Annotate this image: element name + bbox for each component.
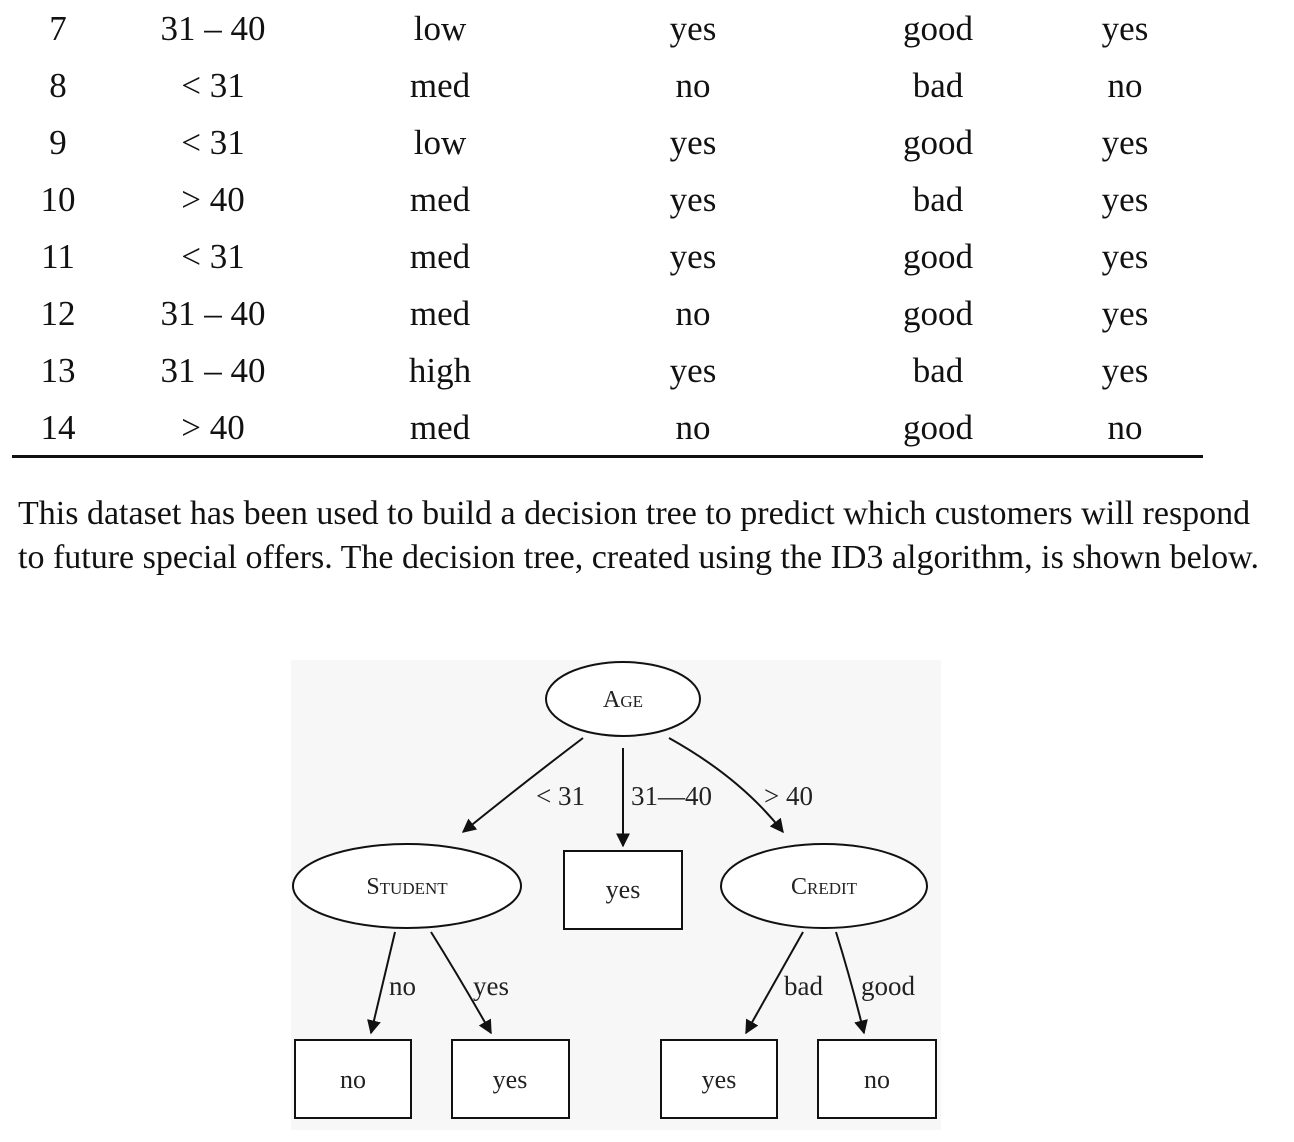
cell-income: low bbox=[413, 9, 467, 48]
leaf-student-yes-label: yes bbox=[493, 1065, 528, 1094]
cell-age: < 31 bbox=[181, 66, 245, 105]
leaf-student-no-label: no bbox=[340, 1065, 366, 1094]
decision-tree-svg: < 31 31—40 > 40 no yes bad good Age Stud… bbox=[292, 661, 937, 1119]
cell-age: 31 – 40 bbox=[160, 351, 266, 390]
leaf-student-no bbox=[294, 1039, 412, 1119]
cell-row-id: 9 bbox=[49, 123, 67, 162]
cell-student: yes bbox=[669, 180, 717, 219]
leaf-credit-good bbox=[817, 1039, 937, 1119]
leaf-age-31-40 bbox=[563, 850, 683, 930]
edge-label-31-40: 31—40 bbox=[631, 781, 712, 811]
leaf-student-yes bbox=[451, 1039, 570, 1119]
cell-student: yes bbox=[669, 351, 717, 390]
cell-credit: bad bbox=[912, 180, 964, 219]
cell-response: yes bbox=[1101, 180, 1149, 219]
table-row: 8 < 31 med no bad no bbox=[0, 57, 1294, 114]
cell-response: yes bbox=[1101, 351, 1149, 390]
cell-age: 31 – 40 bbox=[160, 9, 266, 48]
table-bottom-rule bbox=[12, 455, 1203, 458]
cell-response: yes bbox=[1101, 9, 1149, 48]
cell-credit: good bbox=[903, 9, 973, 48]
leaf-credit-bad bbox=[660, 1039, 778, 1119]
cell-student: no bbox=[675, 66, 711, 105]
cell-income: high bbox=[408, 351, 472, 390]
table-row: 13 31 – 40 high yes bad yes bbox=[0, 342, 1294, 399]
cell-age: < 31 bbox=[181, 237, 245, 276]
edge-age-to-student bbox=[461, 737, 584, 833]
cell-income: med bbox=[409, 237, 471, 276]
cell-student: yes bbox=[669, 9, 717, 48]
table-row: 7 31 – 40 low yes good yes bbox=[0, 0, 1294, 57]
cell-age: > 40 bbox=[181, 408, 245, 447]
node-credit bbox=[720, 843, 928, 929]
cell-row-id: 10 bbox=[40, 180, 76, 219]
cell-age: > 40 bbox=[181, 180, 245, 219]
edge-label-student-no: no bbox=[389, 971, 416, 1001]
cell-response: yes bbox=[1101, 123, 1149, 162]
table-row: 11 < 31 med yes good yes bbox=[0, 228, 1294, 285]
edge-label-student-yes: yes bbox=[473, 971, 509, 1001]
table-row: 9 < 31 low yes good yes bbox=[0, 114, 1294, 171]
cell-credit: bad bbox=[912, 66, 964, 105]
node-age-label: Age bbox=[603, 687, 643, 713]
edge-label-lt31: < 31 bbox=[536, 781, 585, 811]
cell-income: med bbox=[409, 66, 471, 105]
node-age bbox=[545, 661, 701, 737]
cell-credit: good bbox=[903, 294, 973, 333]
cell-income: low bbox=[413, 123, 467, 162]
leaf-credit-bad-label: yes bbox=[702, 1065, 737, 1094]
cell-credit: good bbox=[903, 408, 973, 447]
cell-credit: bad bbox=[912, 351, 964, 390]
cell-student: yes bbox=[669, 123, 717, 162]
cell-response: no bbox=[1107, 408, 1143, 447]
cell-row-id: 8 bbox=[49, 66, 67, 105]
cell-student: no bbox=[675, 408, 711, 447]
description-paragraph: This dataset has been used to build a de… bbox=[18, 495, 1259, 576]
edge-label-gt40: > 40 bbox=[764, 781, 813, 811]
edge-student-to-no bbox=[367, 931, 396, 1035]
edge-label-credit-bad: bad bbox=[784, 971, 823, 1001]
node-credit-label: Credit bbox=[791, 874, 858, 900]
cell-response: yes bbox=[1101, 294, 1149, 333]
cell-student: no bbox=[675, 294, 711, 333]
cell-income: med bbox=[409, 294, 471, 333]
edge-credit-to-yes bbox=[745, 931, 804, 1035]
cell-row-id: 13 bbox=[40, 351, 76, 390]
table-row: 10 > 40 med yes bad yes bbox=[0, 171, 1294, 228]
node-student-label: Student bbox=[366, 874, 448, 900]
edge-credit-to-no bbox=[835, 931, 868, 1035]
cell-age: 31 – 40 bbox=[160, 294, 266, 333]
cell-response: yes bbox=[1101, 237, 1149, 276]
edge-student-to-yes bbox=[430, 931, 492, 1035]
cell-student: yes bbox=[669, 237, 717, 276]
leaf-age-31-40-label: yes bbox=[606, 875, 641, 904]
cell-income: med bbox=[409, 180, 471, 219]
cell-row-id: 11 bbox=[41, 237, 75, 276]
table-row: 14 > 40 med no good no bbox=[0, 399, 1294, 456]
leaf-credit-good-label: no bbox=[864, 1065, 890, 1094]
cell-row-id: 7 bbox=[49, 9, 67, 48]
cell-response: no bbox=[1107, 66, 1143, 105]
cell-row-id: 14 bbox=[40, 408, 76, 447]
edge-age-to-credit bbox=[668, 737, 784, 834]
cell-income: med bbox=[409, 408, 471, 447]
edge-label-credit-good: good bbox=[861, 971, 916, 1001]
cell-row-id: 12 bbox=[40, 294, 76, 333]
node-student bbox=[292, 843, 522, 929]
cell-credit: good bbox=[903, 123, 973, 162]
table-row: 12 31 – 40 med no good yes bbox=[0, 285, 1294, 342]
cell-credit: good bbox=[903, 237, 973, 276]
cell-age: < 31 bbox=[181, 123, 245, 162]
decision-tree-diagram: < 31 31—40 > 40 no yes bad good Age Stud… bbox=[291, 660, 941, 1130]
